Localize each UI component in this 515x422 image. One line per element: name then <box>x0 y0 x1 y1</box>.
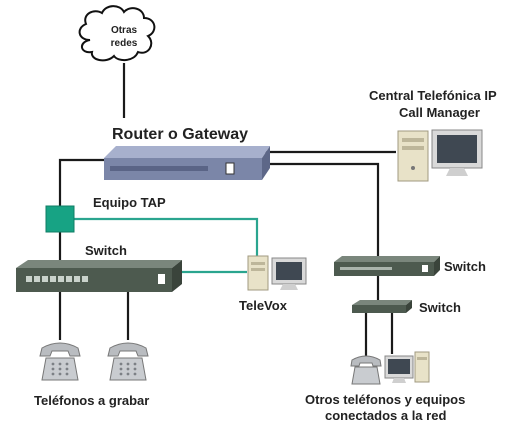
router-label: Router o Gateway <box>112 126 248 143</box>
cloud-icon <box>78 5 156 62</box>
link-router-tap <box>58 158 104 206</box>
phones-to-record-label: Teléfonos a grabar <box>34 393 149 408</box>
tap-device-icon <box>45 205 75 233</box>
switch-left-label: Switch <box>85 243 127 258</box>
switch-icon-left <box>16 260 182 292</box>
telephone-icon-1 <box>39 342 81 381</box>
televox-computer-icon <box>271 257 307 290</box>
pbx-label-line2: Call Manager <box>399 105 480 120</box>
televox-label: TeleVox <box>239 298 288 313</box>
switch-icon-right-top <box>334 256 440 276</box>
server-tower-icon-2 <box>414 351 430 383</box>
router-icon <box>104 146 270 180</box>
connections <box>58 63 396 356</box>
switch-icon-right-bottom <box>352 300 412 313</box>
server-tower-icon <box>397 130 429 182</box>
link-tap-televox <box>74 217 259 258</box>
pbx-label-line1: Central Telefónica IP <box>369 88 497 103</box>
desktop-computer-icon-2 <box>384 355 414 383</box>
others-label-line1: Otros teléfonos y equipos <box>305 392 465 407</box>
telephone-icon-3 <box>350 355 382 385</box>
cloud-label-line2: redes <box>111 38 138 49</box>
link-router-right-switch <box>262 162 380 258</box>
desktop-computer-icon <box>431 129 483 176</box>
tap-label: Equipo TAP <box>93 195 166 210</box>
switch-right-top-label: Switch <box>444 259 486 274</box>
others-label-line2: conectados a la red <box>325 408 446 422</box>
switch-right-bottom-label: Switch <box>419 300 461 315</box>
telephone-icon-2 <box>107 342 149 381</box>
televox-server-icon <box>247 255 269 291</box>
cloud-label-line1: Otras <box>111 25 138 36</box>
